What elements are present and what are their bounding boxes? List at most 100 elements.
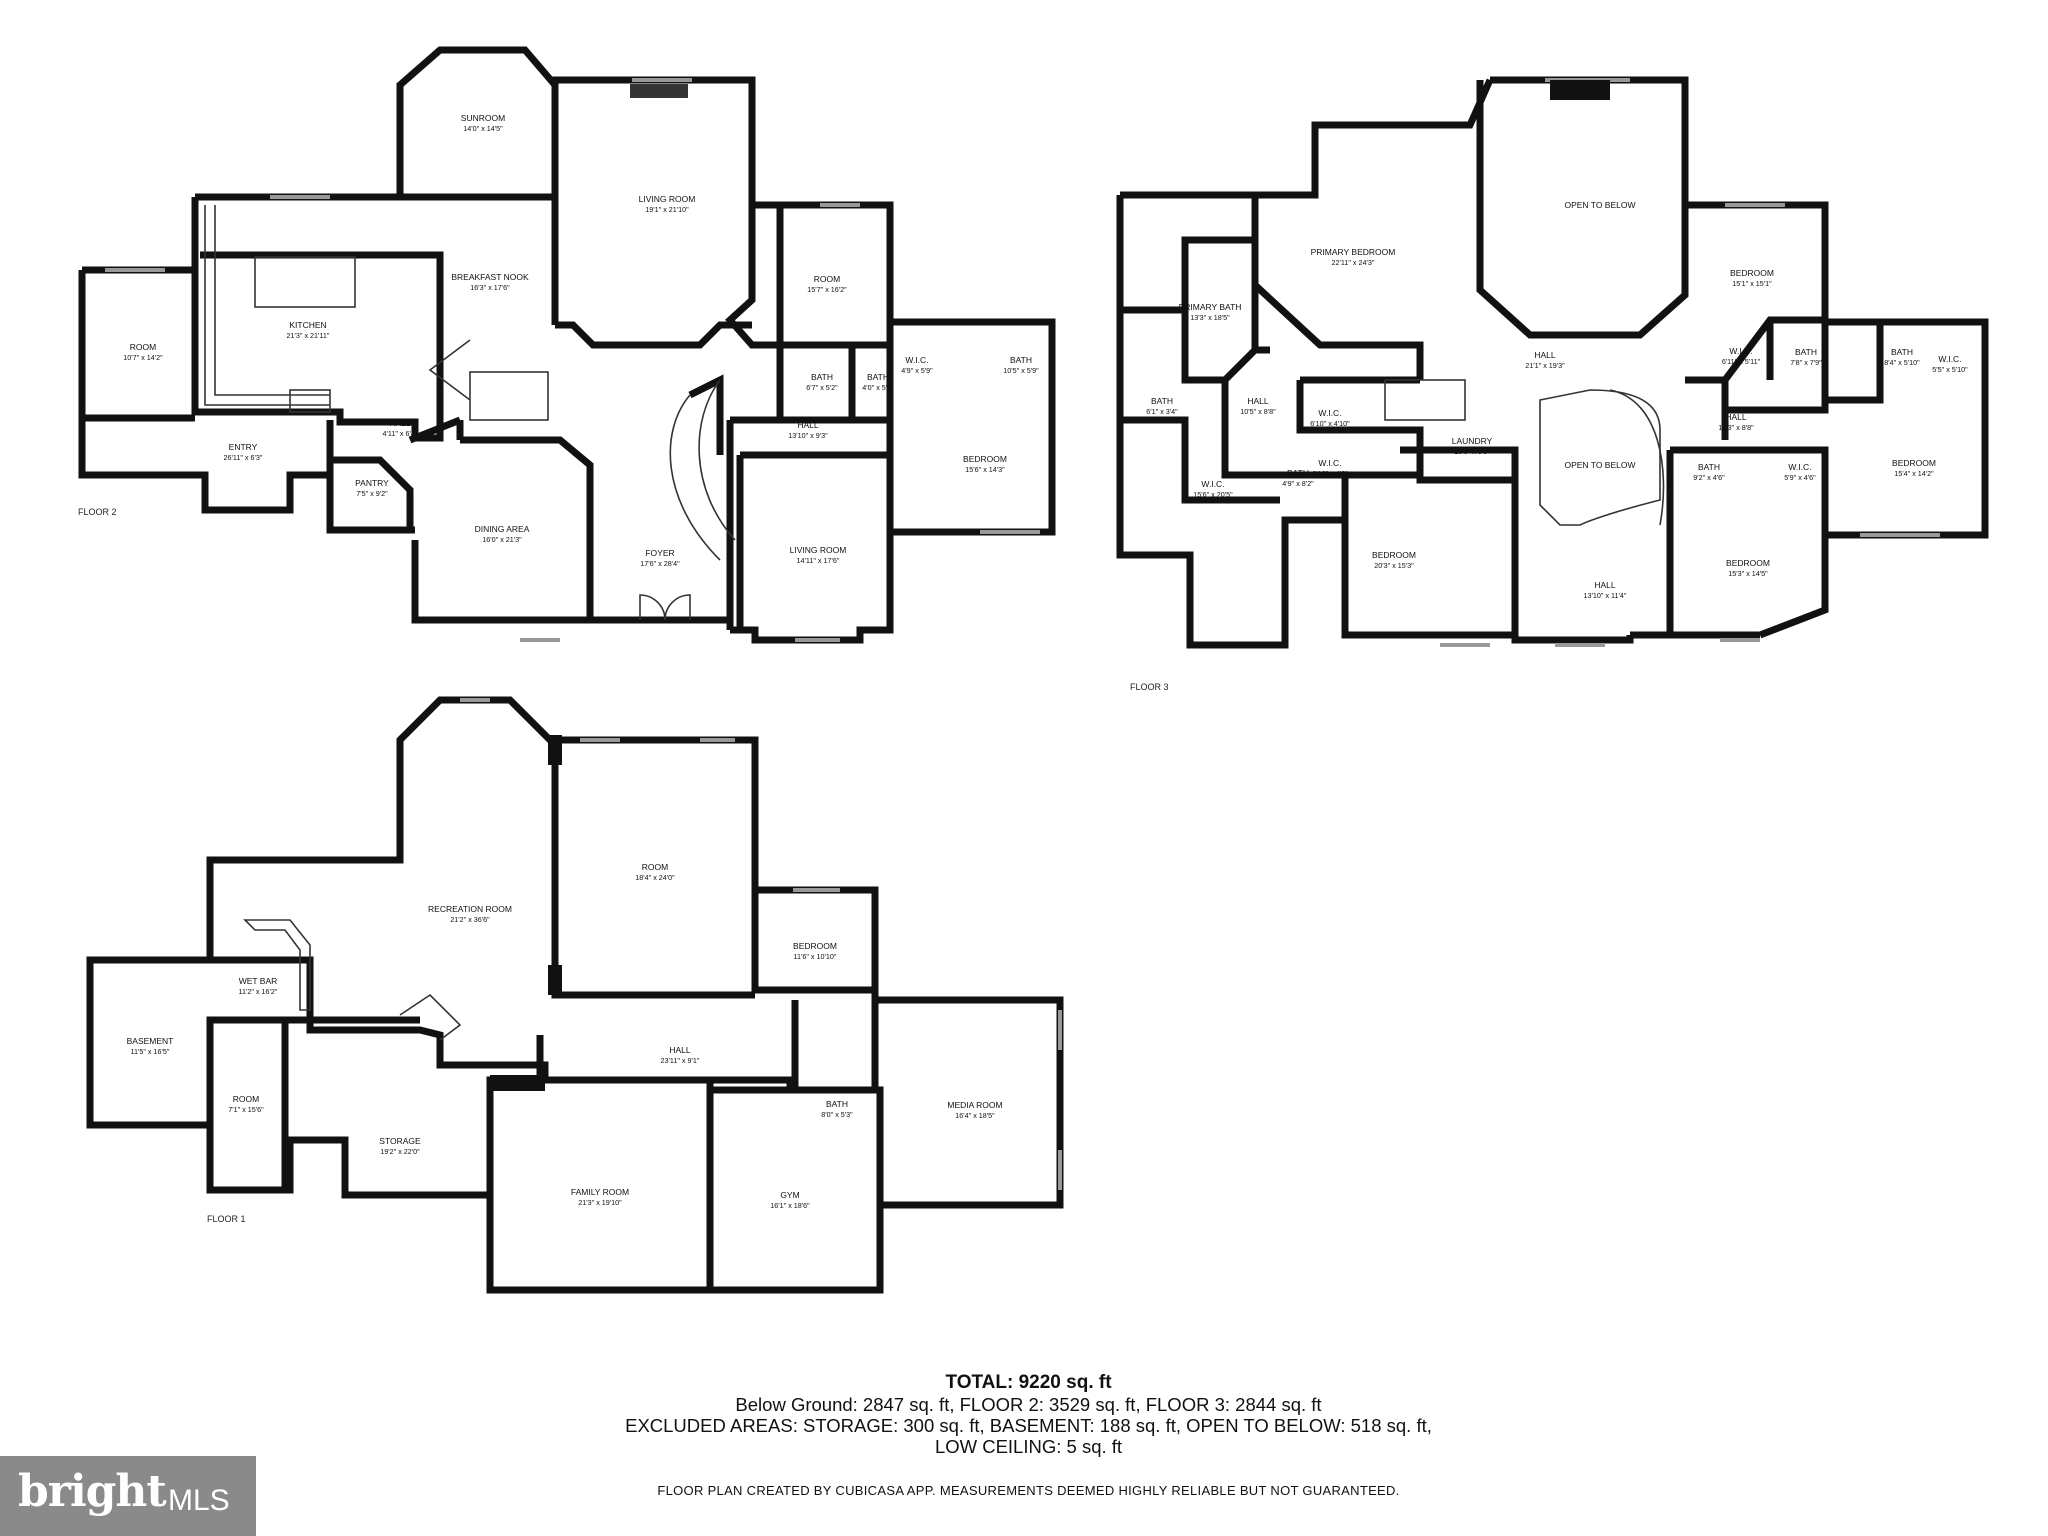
room-name-f2-12: HALL bbox=[389, 418, 411, 428]
room-name-f1-9: STORAGE bbox=[379, 1136, 421, 1146]
room-dimensions-f3-19: 5'9" x 4'6" bbox=[1784, 473, 1816, 482]
room-name-f2-6: W.I.C. bbox=[905, 355, 928, 365]
room-dimensions-f3-3: 13'3" x 18'5" bbox=[1190, 313, 1230, 322]
room-name-f3-14: W.I.C. bbox=[1318, 458, 1341, 468]
floor-3-plan: FLOOR 3 bbox=[1116, 76, 1989, 692]
room-name-f3-0: OPEN TO BELOW bbox=[1564, 200, 1635, 210]
room-name-f3-12: HALL bbox=[1725, 412, 1747, 422]
room-dimensions-f3-13: 10'3" x 5'9" bbox=[1454, 447, 1490, 456]
room-name-f2-9: BATH bbox=[867, 372, 889, 382]
room-name-f2-5: KITCHEN bbox=[289, 320, 326, 330]
room-dimensions-f1-3: 11'2" x 16'2" bbox=[239, 987, 278, 996]
room-dimensions-f2-9: 4'0" x 5'2" bbox=[862, 383, 894, 392]
room-dimensions-f2-11: 26'11" x 6'3" bbox=[224, 453, 263, 462]
room-dimensions-f3-6: 7'8" x 7'9" bbox=[1790, 358, 1822, 367]
room-name-f3-17: W.I.C. bbox=[1201, 479, 1224, 489]
room-name-f3-18: BATH bbox=[1698, 462, 1720, 472]
room-name-f1-1: RECREATION ROOM bbox=[428, 904, 512, 914]
room-name-f1-7: BATH bbox=[826, 1099, 848, 1109]
room-dimensions-f1-4: 11'5" x 16'5" bbox=[131, 1047, 170, 1056]
room-dimensions-f3-2: 15'1" x 15'1" bbox=[1732, 279, 1772, 288]
room-dimensions-f3-15: 4'9" x 8'2" bbox=[1282, 479, 1314, 488]
room-dimensions-f1-1: 21'2" x 36'6" bbox=[450, 915, 490, 924]
room-dimensions-f3-7: 8'4" x 5'10" bbox=[1884, 358, 1920, 367]
room-name-f3-7: BATH bbox=[1891, 347, 1913, 357]
room-dimensions-f1-11: 16'1" x 18'6" bbox=[770, 1201, 810, 1210]
room-dimensions-f2-14: 15'6" x 14'3" bbox=[965, 465, 1005, 474]
room-dimensions-f2-0: 14'0" x 14'5" bbox=[463, 124, 503, 133]
floor-1-plan: FLOOR 1 bbox=[86, 696, 1064, 1294]
room-dimensions-f2-3: 15'7" x 16'2" bbox=[807, 285, 847, 294]
room-dimensions-f2-4: 10'7" x 14'2" bbox=[123, 353, 163, 362]
room-dimensions-f3-11: 6'10" x 4'10" bbox=[1310, 419, 1350, 428]
room-name-f2-13: PANTRY bbox=[355, 478, 389, 488]
room-dimensions-f2-17: 14'11" x 17'6" bbox=[797, 556, 840, 565]
room-dimensions-f3-8: 5'5" x 5'10" bbox=[1932, 365, 1968, 374]
room-dimensions-f3-10: 10'5" x 8'8" bbox=[1240, 407, 1276, 416]
room-name-f3-10: HALL bbox=[1247, 396, 1269, 406]
room-name-f3-9: BATH bbox=[1151, 396, 1173, 406]
low-ceiling: LOW CEILING: 5 sq. ft bbox=[934, 1436, 1123, 1457]
logo-brand: bright bbox=[18, 1466, 167, 1517]
room-name-f3-2: BEDROOM bbox=[1730, 268, 1774, 278]
room-dimensions-f1-5: 23'11" x 9'1" bbox=[661, 1056, 700, 1065]
room-name-f2-4: ROOM bbox=[130, 342, 156, 352]
room-name-f3-20: BEDROOM bbox=[1892, 458, 1936, 468]
bright-mls-logo: bright MLS bbox=[0, 1456, 256, 1536]
disclaimer: FLOOR PLAN CREATED BY CUBICASA APP. MEAS… bbox=[657, 1483, 1400, 1498]
excluded-areas: EXCLUDED AREAS: STORAGE: 300 sq. ft, BAS… bbox=[625, 1415, 1432, 1436]
room-name-f1-2: BEDROOM bbox=[793, 941, 837, 951]
room-name-f3-6: BATH bbox=[1795, 347, 1817, 357]
room-name-f3-23: HALL bbox=[1594, 580, 1616, 590]
room-dimensions-f2-5: 21'3" x 21'11" bbox=[287, 331, 330, 340]
room-dimensions-f2-1: 19'1" x 21'10" bbox=[645, 205, 689, 214]
room-name-f2-17: LIVING ROOM bbox=[790, 545, 847, 555]
logo-suffix: MLS bbox=[168, 1484, 230, 1517]
room-dimensions-f1-2: 11'6" x 10'10" bbox=[794, 952, 837, 961]
room-dimensions-f2-16: 17'6" x 28'4" bbox=[640, 559, 680, 568]
room-name-f3-5: W.I.C. bbox=[1729, 346, 1752, 356]
room-dimensions-f3-23: 13'10" x 11'4" bbox=[1584, 591, 1627, 600]
room-dimensions-f3-1: 22'11" x 24'3" bbox=[1332, 258, 1375, 267]
room-name-f3-3: PRIMARY BATH bbox=[1179, 302, 1242, 312]
room-dimensions-f3-20: 15'4" x 14'2" bbox=[1894, 469, 1934, 478]
room-dimensions-f3-18: 9'2" x 4'6" bbox=[1693, 473, 1725, 482]
room-name-f2-15: DINING AREA bbox=[475, 524, 530, 534]
room-name-f1-11: GYM bbox=[780, 1190, 799, 1200]
room-name-f2-11: ENTRY bbox=[229, 442, 258, 452]
room-dimensions-f2-2: 16'3" x 17'6" bbox=[470, 283, 510, 292]
floor-2-plan: FLOOR 2 bbox=[78, 46, 1056, 644]
room-dimensions-f3-22: 15'3" x 14'5" bbox=[1728, 569, 1768, 578]
room-dimensions-f1-10: 21'3" x 19'10" bbox=[578, 1198, 622, 1207]
room-name-f2-8: BATH bbox=[811, 372, 833, 382]
total-area: TOTAL: 9220 sq. ft bbox=[945, 1372, 1112, 1393]
room-dimensions-f2-10: 13'10" x 9'3" bbox=[788, 431, 828, 440]
room-dimensions-f1-0: 18'4" x 24'0" bbox=[635, 873, 675, 882]
room-name-f3-16: OPEN TO BELOW bbox=[1564, 460, 1635, 470]
room-dimensions-f2-8: 6'7" x 5'2" bbox=[806, 383, 838, 392]
room-dimensions-f3-12: 15'3" x 8'8" bbox=[1718, 423, 1754, 432]
room-name-f3-4: HALL bbox=[1534, 350, 1556, 360]
room-dimensions-f2-6: 4'9" x 5'9" bbox=[901, 366, 933, 375]
room-name-f3-1: PRIMARY BEDROOM bbox=[1311, 247, 1396, 257]
room-dimensions-f2-12: 4'11" x 6'4" bbox=[383, 429, 418, 438]
room-name-f2-3: ROOM bbox=[814, 274, 840, 284]
room-name-f3-22: BEDROOM bbox=[1726, 558, 1770, 568]
room-name-f3-19: W.I.C. bbox=[1788, 462, 1811, 472]
room-dimensions-f3-14: 6'10" x 4'6" bbox=[1312, 469, 1348, 478]
room-dimensions-f1-9: 19'2" x 22'0" bbox=[380, 1147, 420, 1156]
room-name-f1-3: WET BAR bbox=[239, 976, 278, 986]
floor-3-label: FLOOR 3 bbox=[1130, 682, 1169, 692]
room-name-f2-16: FOYER bbox=[645, 548, 674, 558]
room-dimensions-f1-6: 7'1" x 15'6" bbox=[228, 1105, 264, 1114]
room-name-f2-2: BREAKFAST NOOK bbox=[451, 272, 529, 282]
room-name-f3-13: LAUNDRY bbox=[1452, 436, 1493, 446]
room-name-f2-7: BATH bbox=[1010, 355, 1032, 365]
area-summary: TOTAL: 9220 sq. ft Below Ground: 2847 sq… bbox=[500, 1372, 1557, 1457]
room-name-f2-10: HALL bbox=[797, 420, 819, 430]
room-dimensions-f3-21: 20'3" x 15'3" bbox=[1374, 561, 1414, 570]
room-name-f1-0: ROOM bbox=[642, 862, 668, 872]
room-dimensions-f3-5: 6'11" x 5'11" bbox=[1722, 357, 1761, 366]
room-name-f1-8: MEDIA ROOM bbox=[947, 1100, 1002, 1110]
